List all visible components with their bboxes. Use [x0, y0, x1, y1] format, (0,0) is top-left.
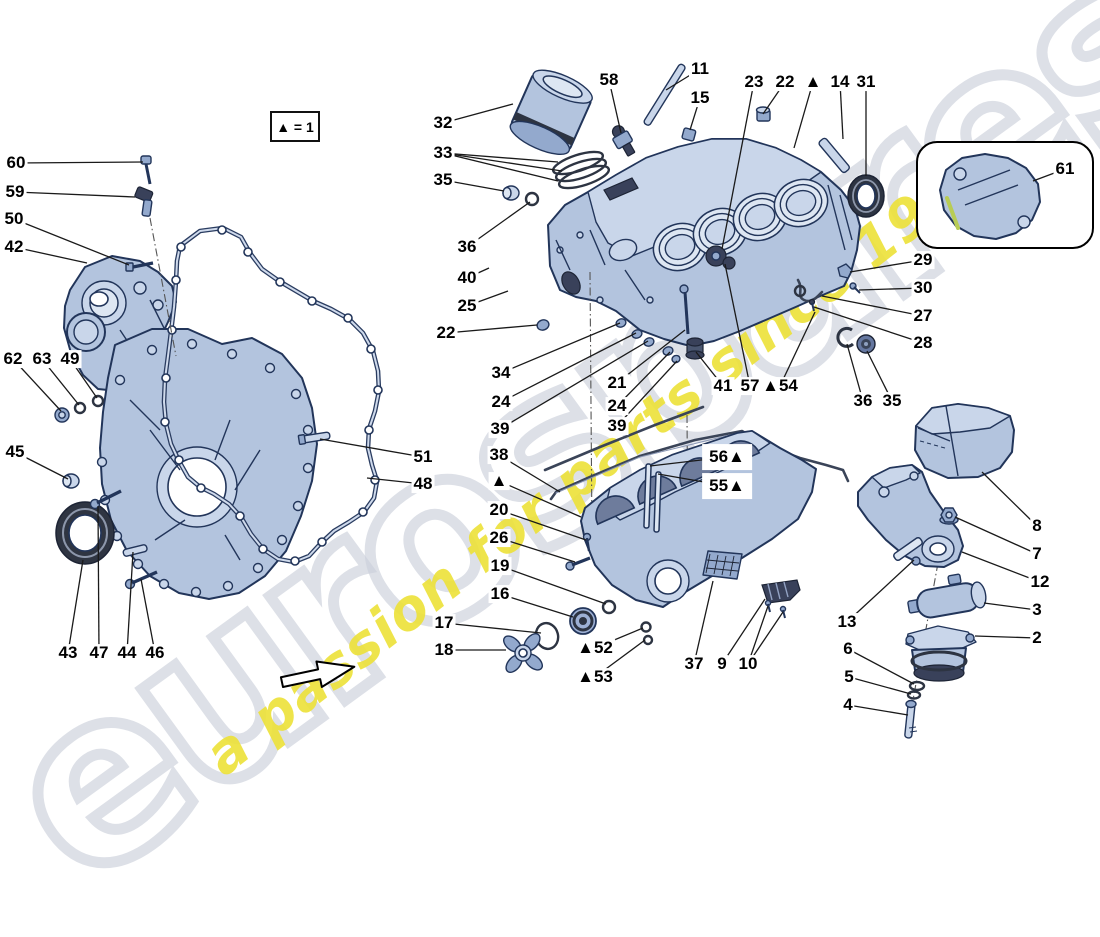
oil-pipe-38	[549, 429, 850, 501]
stud-56	[643, 463, 652, 529]
exploded-parts-drawing	[12, 63, 1094, 739]
engine-mount-bracket-box	[916, 141, 1094, 249]
bolt-13	[893, 536, 923, 562]
o-ring-36	[524, 191, 540, 207]
sound-cover-8	[914, 403, 1015, 479]
crankcase-lower-illustration	[502, 271, 850, 674]
c-ring-36	[836, 326, 855, 348]
oil-pump-assembly-illustration	[857, 403, 1015, 739]
timing-cover-illustration	[63, 255, 318, 600]
plug-15	[681, 127, 697, 142]
block-side-small-parts	[793, 263, 876, 354]
sensor-58	[611, 125, 636, 157]
pump-flange-18	[502, 632, 544, 674]
washer-63	[73, 401, 87, 415]
timing-cover-gasket-illustration	[160, 225, 383, 566]
bolt-60	[140, 155, 152, 165]
washer-49	[91, 394, 105, 408]
wire-27	[796, 278, 824, 303]
dipstick-rod-11	[643, 63, 686, 126]
left-fasteners-illustration	[54, 155, 331, 590]
block-top-window	[603, 177, 639, 201]
reservoir-3	[907, 573, 987, 619]
bracket-61	[939, 153, 1041, 240]
bolt-4	[904, 699, 918, 739]
crank-sensor-59	[134, 186, 154, 217]
stud-21	[679, 284, 689, 294]
legend-box: ▲ = 1	[270, 111, 320, 142]
oil-plug-41	[685, 337, 705, 360]
washer-52	[640, 621, 652, 633]
dowel-44	[122, 544, 148, 557]
cylinder-bores	[652, 178, 829, 272]
crank-seal-31	[847, 174, 885, 218]
clip-29	[837, 263, 853, 279]
washer-53	[642, 634, 654, 646]
o-ring-19	[601, 599, 617, 615]
direction-arrow-icon	[279, 660, 356, 689]
oil-pipe-upper	[543, 405, 705, 472]
filter-seal-33	[551, 150, 611, 190]
washer-6	[908, 680, 926, 692]
washer-5	[906, 690, 922, 700]
mount-2	[905, 625, 977, 682]
engine-block-illustration	[536, 106, 861, 364]
stud-14	[818, 137, 850, 174]
stud-55	[653, 471, 662, 533]
bushing-16	[569, 607, 597, 635]
screen-37	[702, 550, 743, 580]
chain-pad-9	[761, 579, 801, 604]
pump-bracket-12	[857, 464, 964, 568]
seal-43	[55, 501, 115, 565]
nut-7	[939, 507, 959, 525]
cup-plug-35	[856, 334, 876, 354]
plug-22-left	[536, 319, 550, 331]
legend-label: ▲ = 1	[276, 118, 314, 135]
